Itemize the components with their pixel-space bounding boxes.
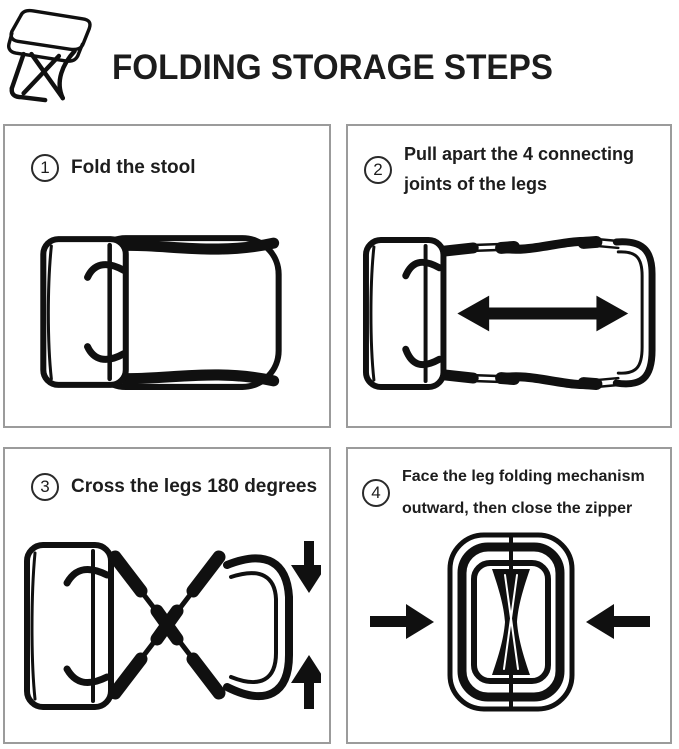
step-3-number-badge: 3: [31, 472, 59, 501]
step-1-number-badge: 1: [31, 153, 59, 182]
step-panel-4: 4 Face the leg folding mechanism outward…: [346, 447, 672, 744]
page-title: FOLDING STORAGE STEPS: [112, 48, 553, 87]
step-1-label: Fold the stool: [71, 157, 196, 178]
step-panel-1: 1 Fold the stool: [3, 124, 331, 428]
step-4-label: Face the leg folding mechanism outward, …: [402, 468, 645, 517]
folded-stool-illustration: [40, 235, 282, 390]
step-2-number-badge: 2: [364, 155, 392, 184]
crossed-legs-illustration: [24, 541, 321, 710]
pulled-apart-joints-illustration: [362, 236, 656, 390]
step-2-header: 2 Pull apart the 4 connecting joints of …: [364, 140, 670, 199]
up-arrow-icon: [291, 655, 321, 709]
step-1-header: 1 Fold the stool: [31, 152, 196, 183]
step-panel-3: 3 Cross the legs 180 degrees: [3, 447, 331, 744]
step-4-header: 4 Face the leg folding mechanism outward…: [362, 461, 668, 525]
inward-left-arrow-icon: [586, 604, 650, 639]
double-horizontal-arrow-icon: [457, 295, 629, 332]
inward-right-arrow-icon: [370, 604, 434, 639]
step-3-label: Cross the legs 180 degrees: [71, 476, 318, 497]
step-2-label: Pull apart the 4 connecting joints of th…: [404, 144, 635, 194]
folded-bundle-illustration: [370, 532, 650, 712]
step-3-header: 3 Cross the legs 180 degrees: [31, 471, 317, 502]
step-panel-2: 2 Pull apart the 4 connecting joints of …: [346, 124, 672, 428]
folding-stool-icon: [7, 8, 92, 103]
down-arrow-icon: [291, 541, 321, 593]
step-4-number-badge: 4: [362, 479, 390, 507]
